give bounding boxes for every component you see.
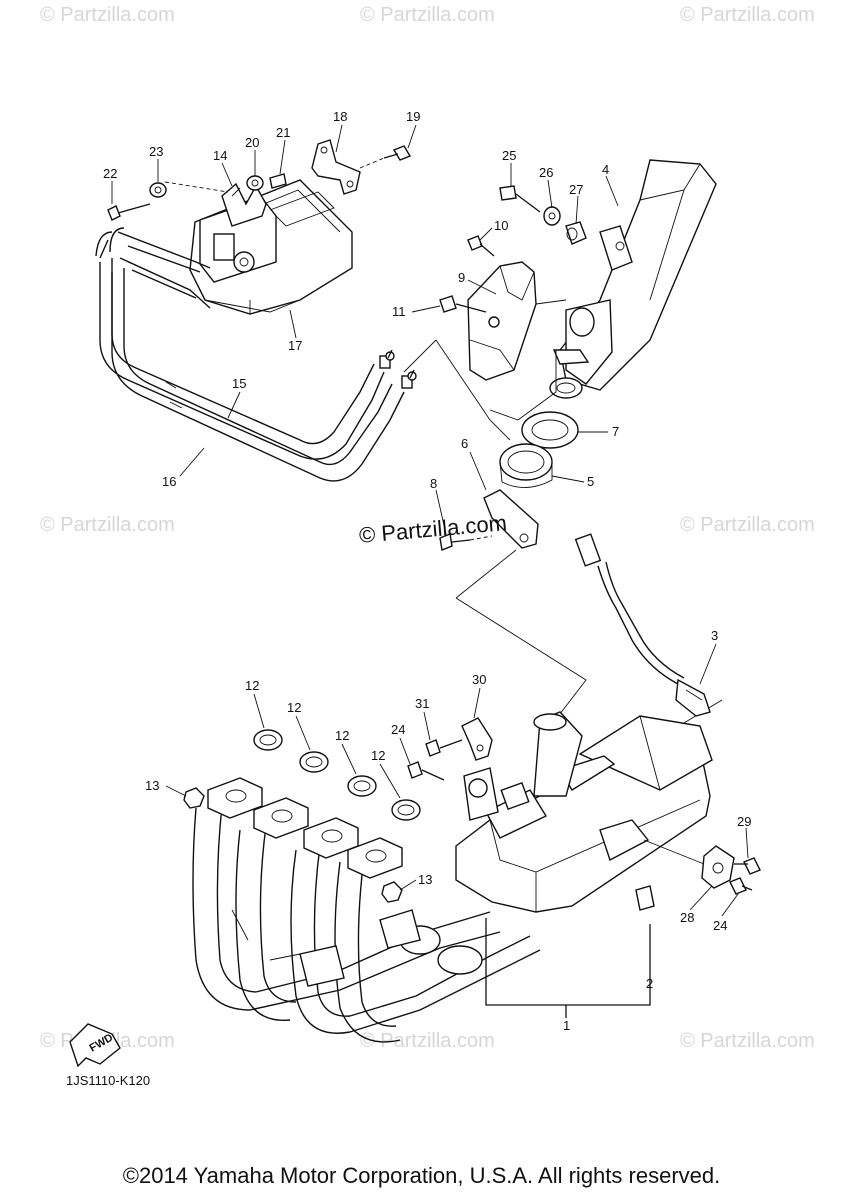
callout-12c: 12 (335, 728, 349, 743)
header-nuts (183, 787, 403, 903)
bracket-18 (311, 139, 412, 195)
callout-3: 3 (711, 628, 718, 643)
callout-16: 16 (162, 474, 176, 489)
oxygen-sensor (574, 533, 711, 717)
callout-28: 28 (680, 910, 694, 925)
callout-12b: 12 (287, 700, 301, 715)
callout-17: 17 (288, 338, 302, 353)
callout-24a: 24 (391, 722, 405, 737)
callout-bracket-1 (485, 918, 651, 1018)
callout-12d: 12 (371, 748, 385, 763)
callout-29: 29 (737, 814, 751, 829)
watermark: © Partzilla.com (40, 514, 175, 536)
bolts-10-11-25-26-27 (439, 185, 587, 313)
throttle-cables (95, 227, 417, 482)
callout-15: 15 (232, 376, 246, 391)
callout-5: 5 (587, 474, 594, 489)
callout-22: 22 (103, 166, 117, 181)
callout-23: 23 (149, 144, 163, 159)
callout-26: 26 (539, 165, 553, 180)
watermark: © Partzilla.com (680, 1030, 815, 1052)
callout-19: 19 (406, 109, 420, 124)
callout-10: 10 (494, 218, 508, 233)
callout-20: 20 (245, 135, 259, 150)
copyright-notice: ©2014 Yamaha Motor Corporation, U.S.A. A… (122, 1163, 721, 1188)
watermark: © Partzilla.com (40, 4, 175, 26)
callout-7: 7 (612, 424, 619, 439)
gasket-7 (521, 411, 579, 449)
callout-30: 30 (472, 672, 486, 687)
callout-13a: 13 (145, 778, 159, 793)
callout-9: 9 (458, 270, 465, 285)
callout-6: 6 (461, 436, 468, 451)
watermark: © Partzilla.com (360, 1030, 495, 1052)
callout-18: 18 (333, 109, 347, 124)
clamp-5 (499, 443, 553, 488)
bracket-6 (439, 489, 539, 551)
callout-11: 11 (392, 304, 406, 319)
exhaust-header-pipes (192, 805, 541, 1043)
watermark: © Partzilla.com (360, 4, 495, 26)
muffler-protector-9 (467, 261, 567, 381)
callout-13b: 13 (418, 872, 432, 887)
callout-21: 21 (276, 125, 290, 140)
main-muffler-body (455, 711, 713, 913)
callout-24b: 24 (713, 918, 727, 933)
callout-4: 4 (602, 162, 609, 177)
watermark: © Partzilla.com (680, 514, 815, 536)
callout-8: 8 (430, 476, 437, 491)
callout-1: 1 (563, 1018, 570, 1033)
watermark: © Partzilla.com (680, 4, 815, 26)
muffler-tail-cover (549, 159, 717, 399)
callout-27: 27 (569, 182, 583, 197)
fwd-arrow: FWD (69, 1023, 121, 1068)
header-gaskets (253, 729, 421, 821)
exhaust-servo-motor (199, 182, 277, 283)
callout-25: 25 (502, 148, 516, 163)
leader-lines (111, 124, 749, 917)
callout-31: 31 (415, 696, 429, 711)
servo-fasteners (107, 173, 287, 221)
bracket-30-bolts (407, 717, 493, 781)
callout-numbers: 1 2 3 4 5 6 7 8 9 10 11 12 12 12 12 13 1… (103, 109, 751, 1033)
callout-2: 2 (646, 976, 653, 991)
damper-28 (643, 839, 761, 895)
callout-14: 14 (213, 148, 227, 163)
diagram-code: 1JS1110-K120 (66, 1073, 151, 1088)
callout-12a: 12 (245, 678, 259, 693)
header-flanges (207, 777, 403, 879)
